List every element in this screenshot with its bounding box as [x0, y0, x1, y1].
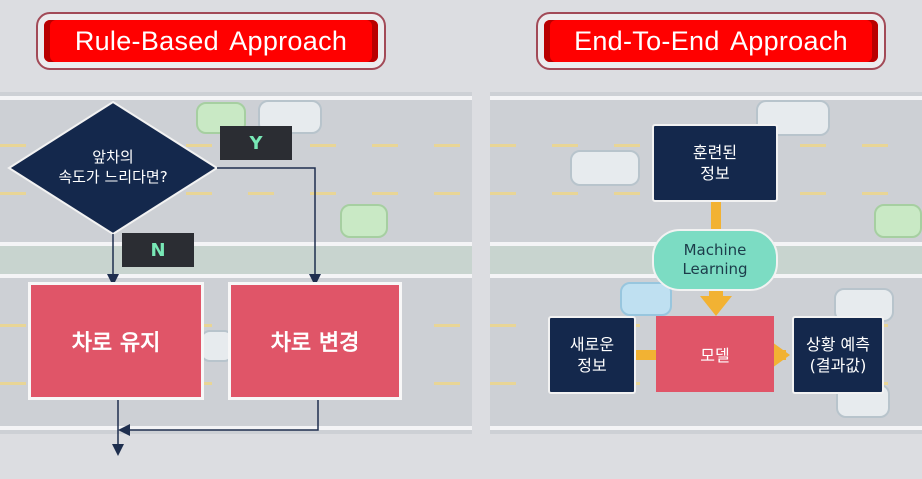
- keep-lane-box: 차로 유지: [28, 282, 204, 400]
- new-info-box: 새로운 정보: [548, 316, 636, 394]
- machine-learning-node: Machine Learning: [652, 229, 778, 291]
- end-to-end-title: End-To-End Approach: [544, 20, 878, 62]
- no-label: N: [122, 233, 194, 267]
- car-icon: [340, 204, 388, 238]
- decision-label: 앞차의 속도가 느리다면?: [58, 148, 168, 186]
- car-icon: [620, 282, 672, 316]
- rule-based-title: Rule-Based Approach: [44, 20, 378, 62]
- change-lane-box: 차로 변경: [228, 282, 402, 400]
- yes-label: Y: [220, 126, 292, 160]
- end-to-end-panel: End-To-End Approach 훈련된 정보 Machine Learn…: [490, 0, 922, 479]
- truck-icon: [570, 150, 640, 186]
- rule-based-panel: Rule-Based Approach 앞차의 속도가 느리다면? Y N 차로…: [0, 12, 472, 456]
- model-box: 모델: [656, 316, 774, 392]
- prediction-box: 상황 예측 (결과값): [792, 316, 884, 394]
- car-icon: [874, 204, 922, 238]
- end-to-end-title-pill: End-To-End Approach: [536, 12, 886, 70]
- pipeline-arrows: [636, 202, 790, 368]
- rule-based-title-pill: Rule-Based Approach: [36, 12, 386, 70]
- flowchart-connectors: [7, 100, 321, 456]
- trained-info-box: 훈련된 정보: [652, 124, 778, 202]
